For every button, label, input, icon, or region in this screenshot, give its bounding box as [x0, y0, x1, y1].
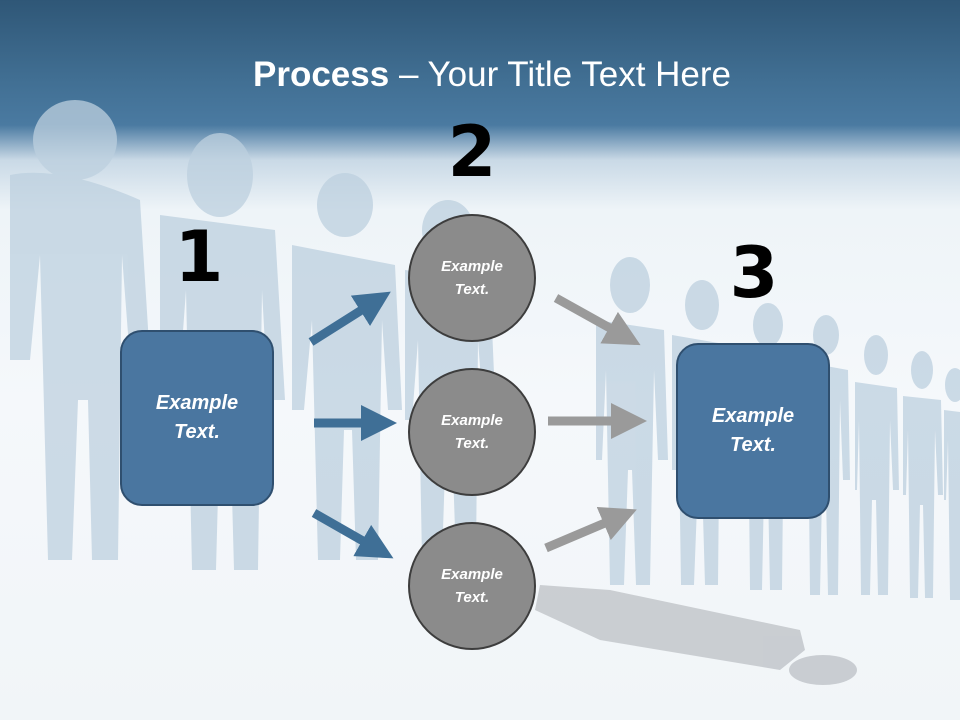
step-number-2: 2: [447, 111, 497, 193]
step-1-text-line2: Text.: [174, 421, 220, 443]
circle-middle-line2: Text.: [454, 435, 490, 452]
title-bold: Process: [253, 55, 390, 94]
slide-title: Process – Your Title Text Here: [0, 52, 960, 98]
arrow-from-circle-top: [553, 294, 641, 346]
circle-top-line1: Example: [441, 258, 503, 275]
step-1-text-line1: Example: [155, 392, 239, 414]
step-3-text-line1: Example: [711, 405, 795, 427]
circle-bottom-line1: Example: [441, 566, 503, 583]
step-3-text-line2: Text.: [730, 434, 776, 456]
arrow-to-circle-bottom: [311, 509, 394, 559]
arrow-from-circle-bottom: [544, 506, 637, 553]
circle-bottom-line2: Text.: [454, 589, 490, 606]
title-rest: – Your Title Text Here: [389, 55, 731, 94]
circle-top-line2: Text.: [454, 281, 490, 298]
circle-middle-line1: Example: [441, 412, 503, 429]
arrow-to-circle-top: [308, 291, 391, 346]
step-number-3: 3: [729, 232, 779, 314]
step-number-1: 1: [174, 216, 224, 298]
